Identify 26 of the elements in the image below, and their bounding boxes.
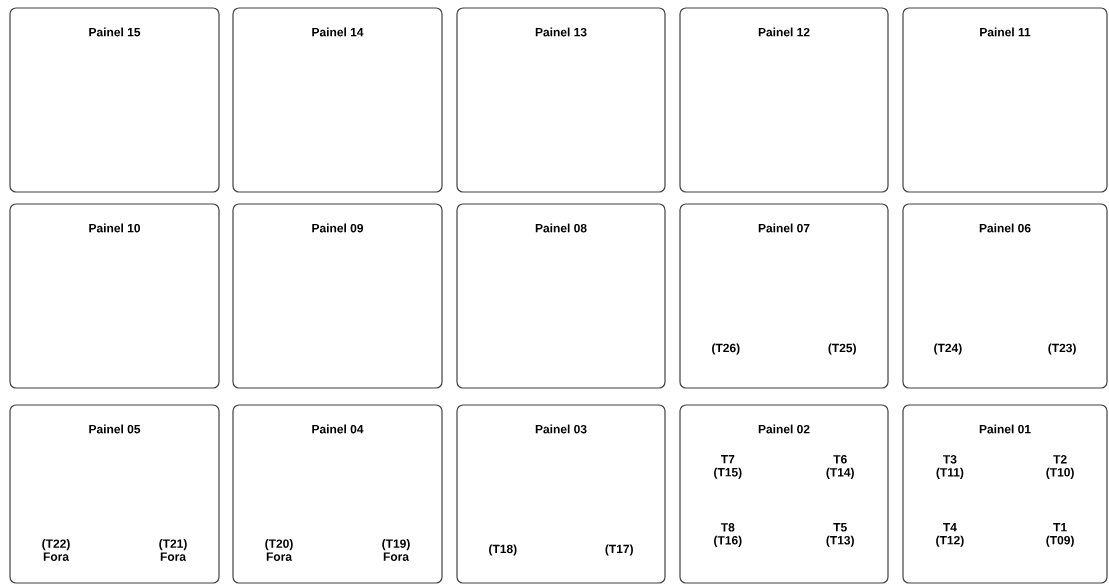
terminal-label: (T22) Fora — [42, 539, 70, 561]
terminal-label: (T17) — [605, 544, 633, 556]
terminal-label: (T24) — [934, 343, 962, 355]
terminal-label: T3 (T11) — [936, 455, 964, 479]
panel-box: Painel 15 — [9, 7, 220, 193]
panel-box: Painel 12 — [679, 7, 889, 193]
terminal-label: T4 (T12) — [936, 523, 964, 547]
terminal-label: T2 (T10) — [1046, 455, 1074, 479]
panel-box: Painel 08 — [456, 203, 666, 389]
terminal-label: T8 (T16) — [714, 523, 742, 547]
terminal-label: (T25) — [828, 343, 856, 355]
terminal-label: (T19) Fora — [382, 539, 410, 561]
panel-box: Painel 10 — [9, 203, 220, 389]
terminal-label: (T26) — [712, 343, 740, 355]
terminal-label: T6 (T14) — [826, 455, 854, 479]
terminal-label: T5 (T13) — [826, 523, 854, 547]
terminal-label: (T21) Fora — [159, 539, 187, 561]
panel-box: Painel 09 — [232, 203, 443, 389]
terminal-label: (T20) Fora — [265, 539, 293, 561]
terminal-label: T7 (T15) — [714, 455, 742, 479]
terminal-label: (T18) — [489, 544, 517, 556]
panel-box: Painel 11 — [902, 7, 1108, 193]
panel-box: Painel 13 — [456, 7, 666, 193]
terminal-label: T1 (T09) — [1046, 523, 1074, 547]
panel-box: Painel 14 — [232, 7, 443, 193]
terminal-label: (T23) — [1048, 343, 1076, 355]
